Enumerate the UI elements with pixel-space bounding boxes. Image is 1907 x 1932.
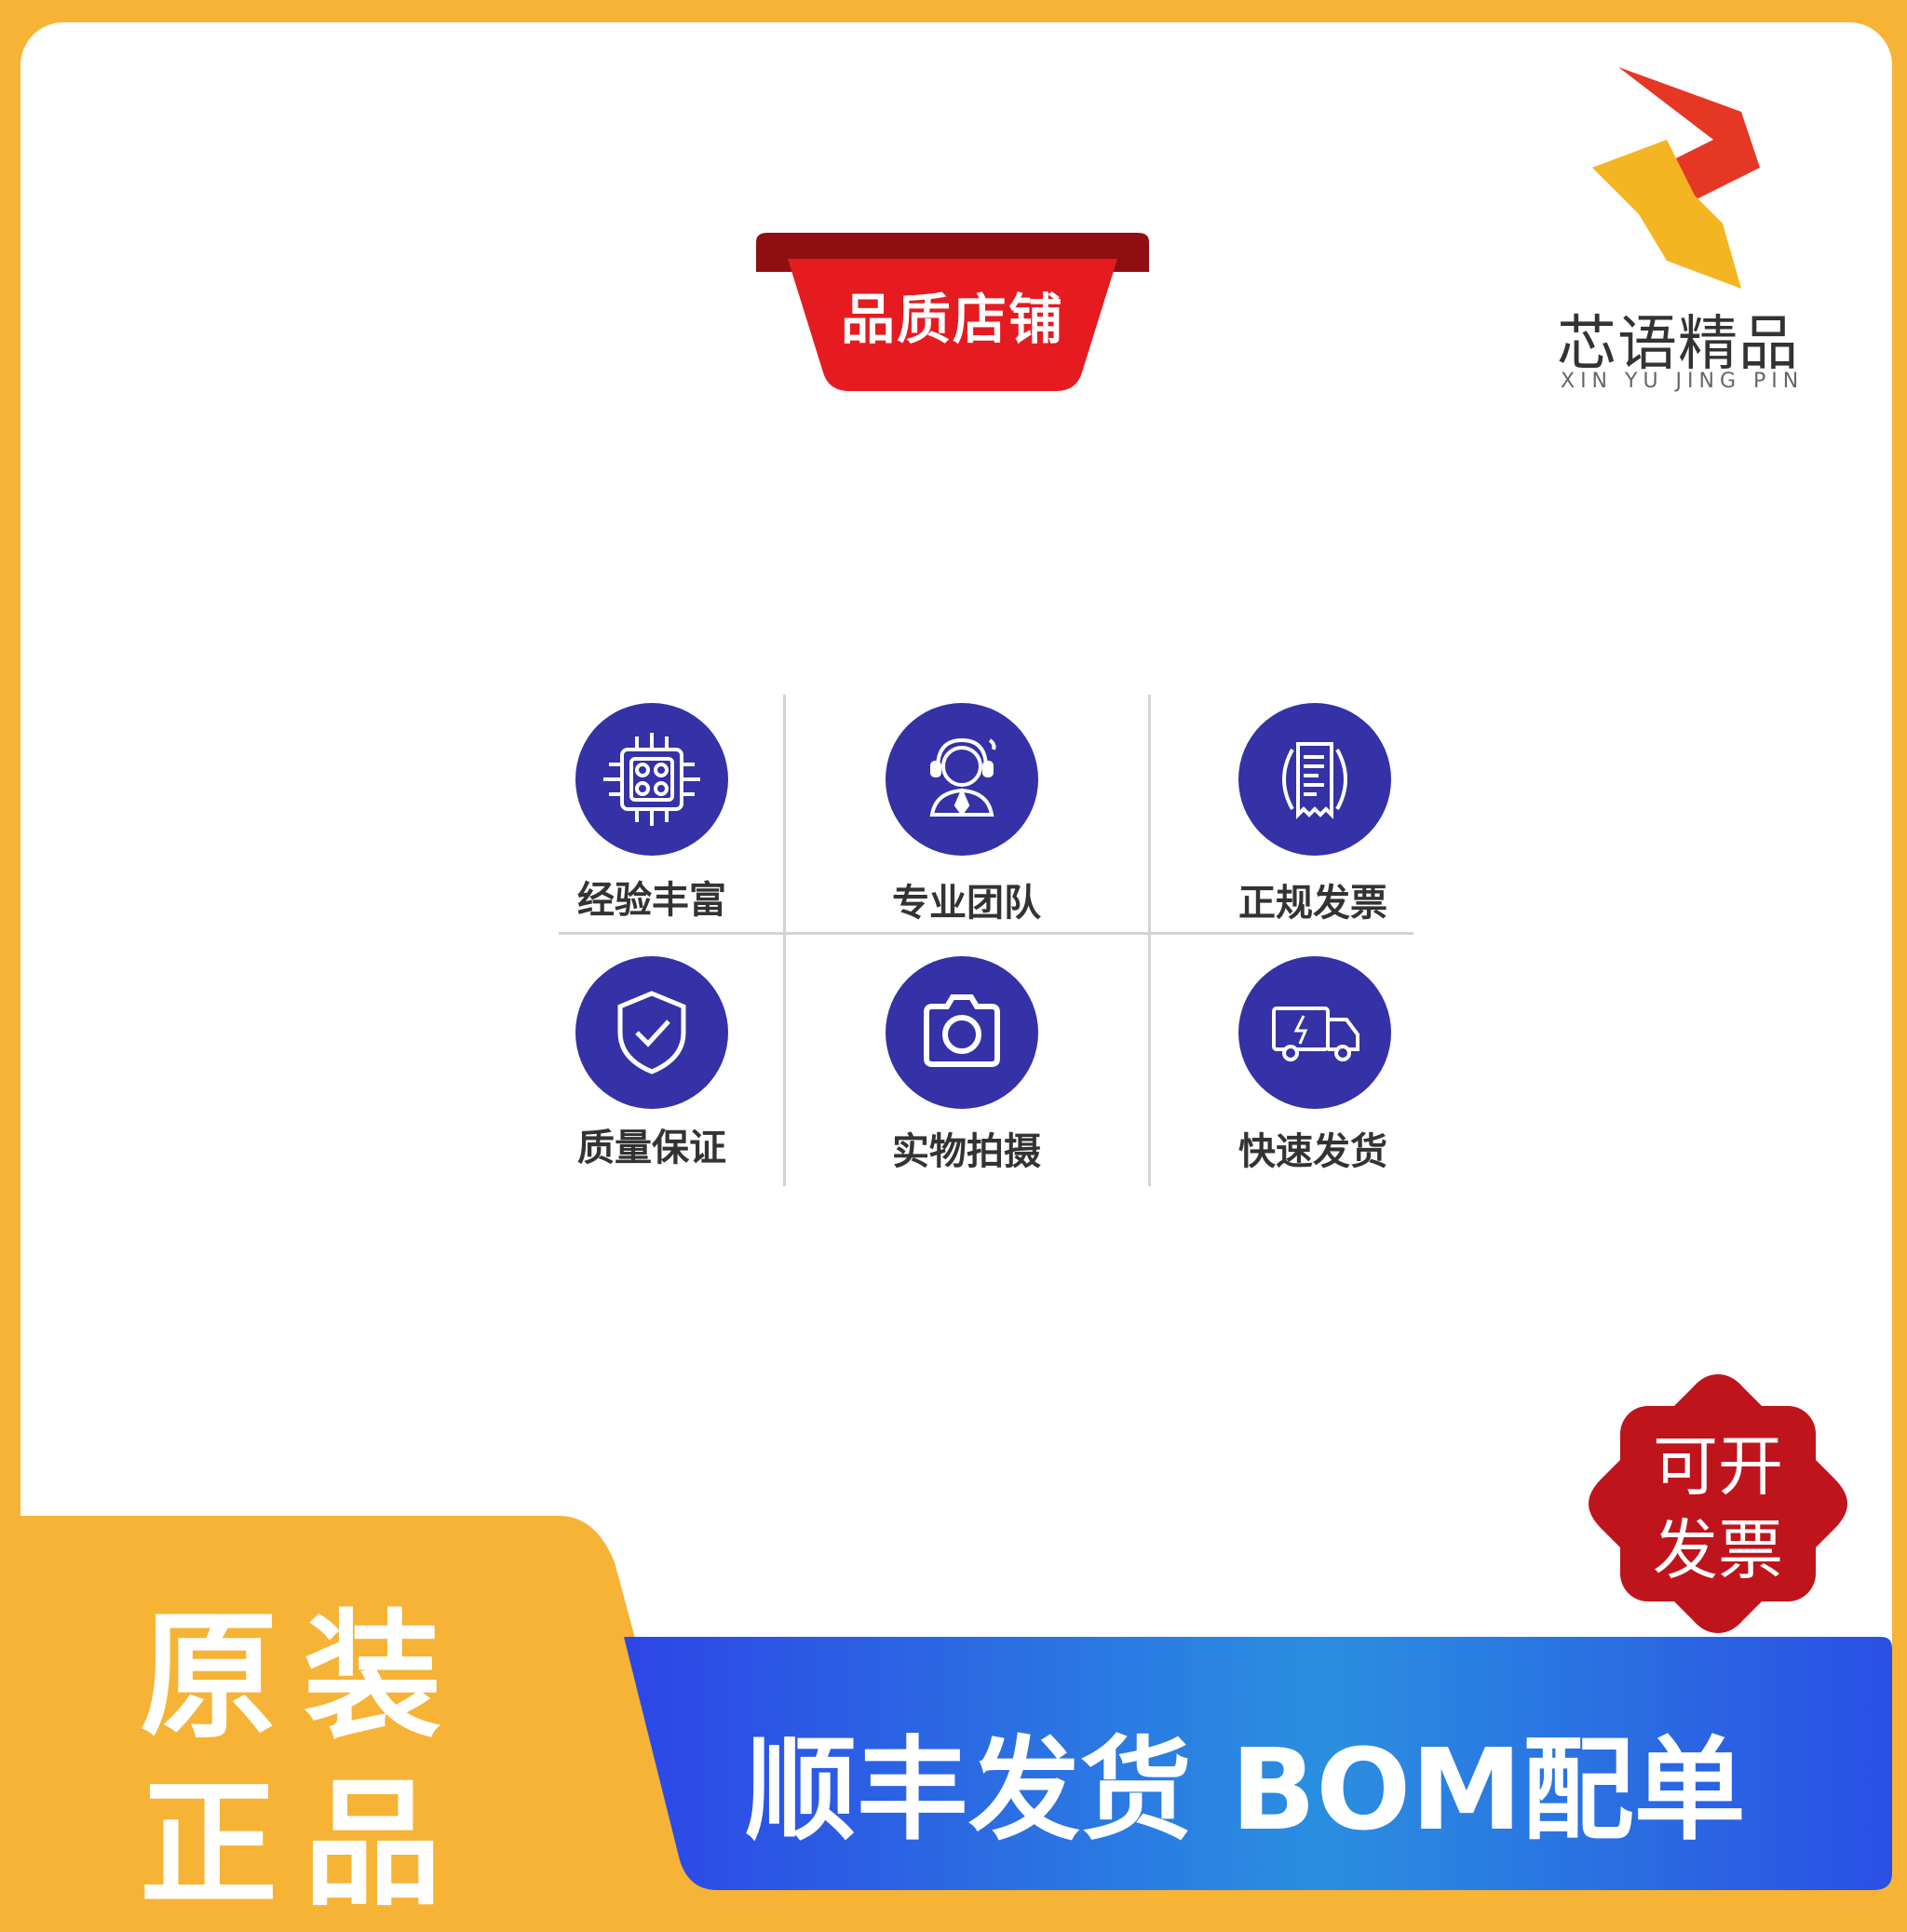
quality-store-ribbon: 品质店铺 <box>756 233 1149 397</box>
shield-check-icon <box>575 956 728 1109</box>
feature-label: 经验丰富 <box>577 879 726 922</box>
genuine-original-line-2: 正品 <box>140 1764 467 1925</box>
invoice-badge-text: 可开 发票 <box>1611 1425 1825 1592</box>
feature-label: 专业团队 <box>892 882 1041 925</box>
ribbon-label: 品质店铺 <box>840 288 1064 351</box>
badge-line-2: 发票 <box>1653 1512 1783 1588</box>
feature-label: 快速发货 <box>1238 1130 1387 1173</box>
genuine-original-line-1: 原装 <box>140 1597 467 1757</box>
feature-label: 正规发票 <box>1238 882 1387 925</box>
chip-icon <box>575 703 728 856</box>
delivery-truck-icon <box>1238 956 1391 1109</box>
invoice-badge <box>1583 1369 1853 1639</box>
grid-divider <box>559 932 1413 935</box>
feature-label: 质量保证 <box>577 1127 726 1169</box>
invoice-icon <box>1238 703 1391 856</box>
brand-pinyin: XIN YU JING PIN <box>1561 370 1805 393</box>
camera-icon <box>886 956 1038 1109</box>
support-agent-icon <box>886 703 1038 856</box>
feature-label: 实物拍摄 <box>892 1130 1041 1173</box>
brand-name: 芯语精品 <box>1557 310 1799 379</box>
shipping-bom-promo: 顺丰发货 BOM配单 <box>745 1726 1746 1856</box>
bottom-blue-banner <box>624 1637 1892 1890</box>
bottom-orange-panel <box>0 1516 708 1907</box>
badge-line-1: 可开 <box>1653 1428 1783 1505</box>
brand-logo <box>1555 56 1816 410</box>
grid-divider <box>783 695 786 1186</box>
grid-divider <box>1148 695 1151 1186</box>
